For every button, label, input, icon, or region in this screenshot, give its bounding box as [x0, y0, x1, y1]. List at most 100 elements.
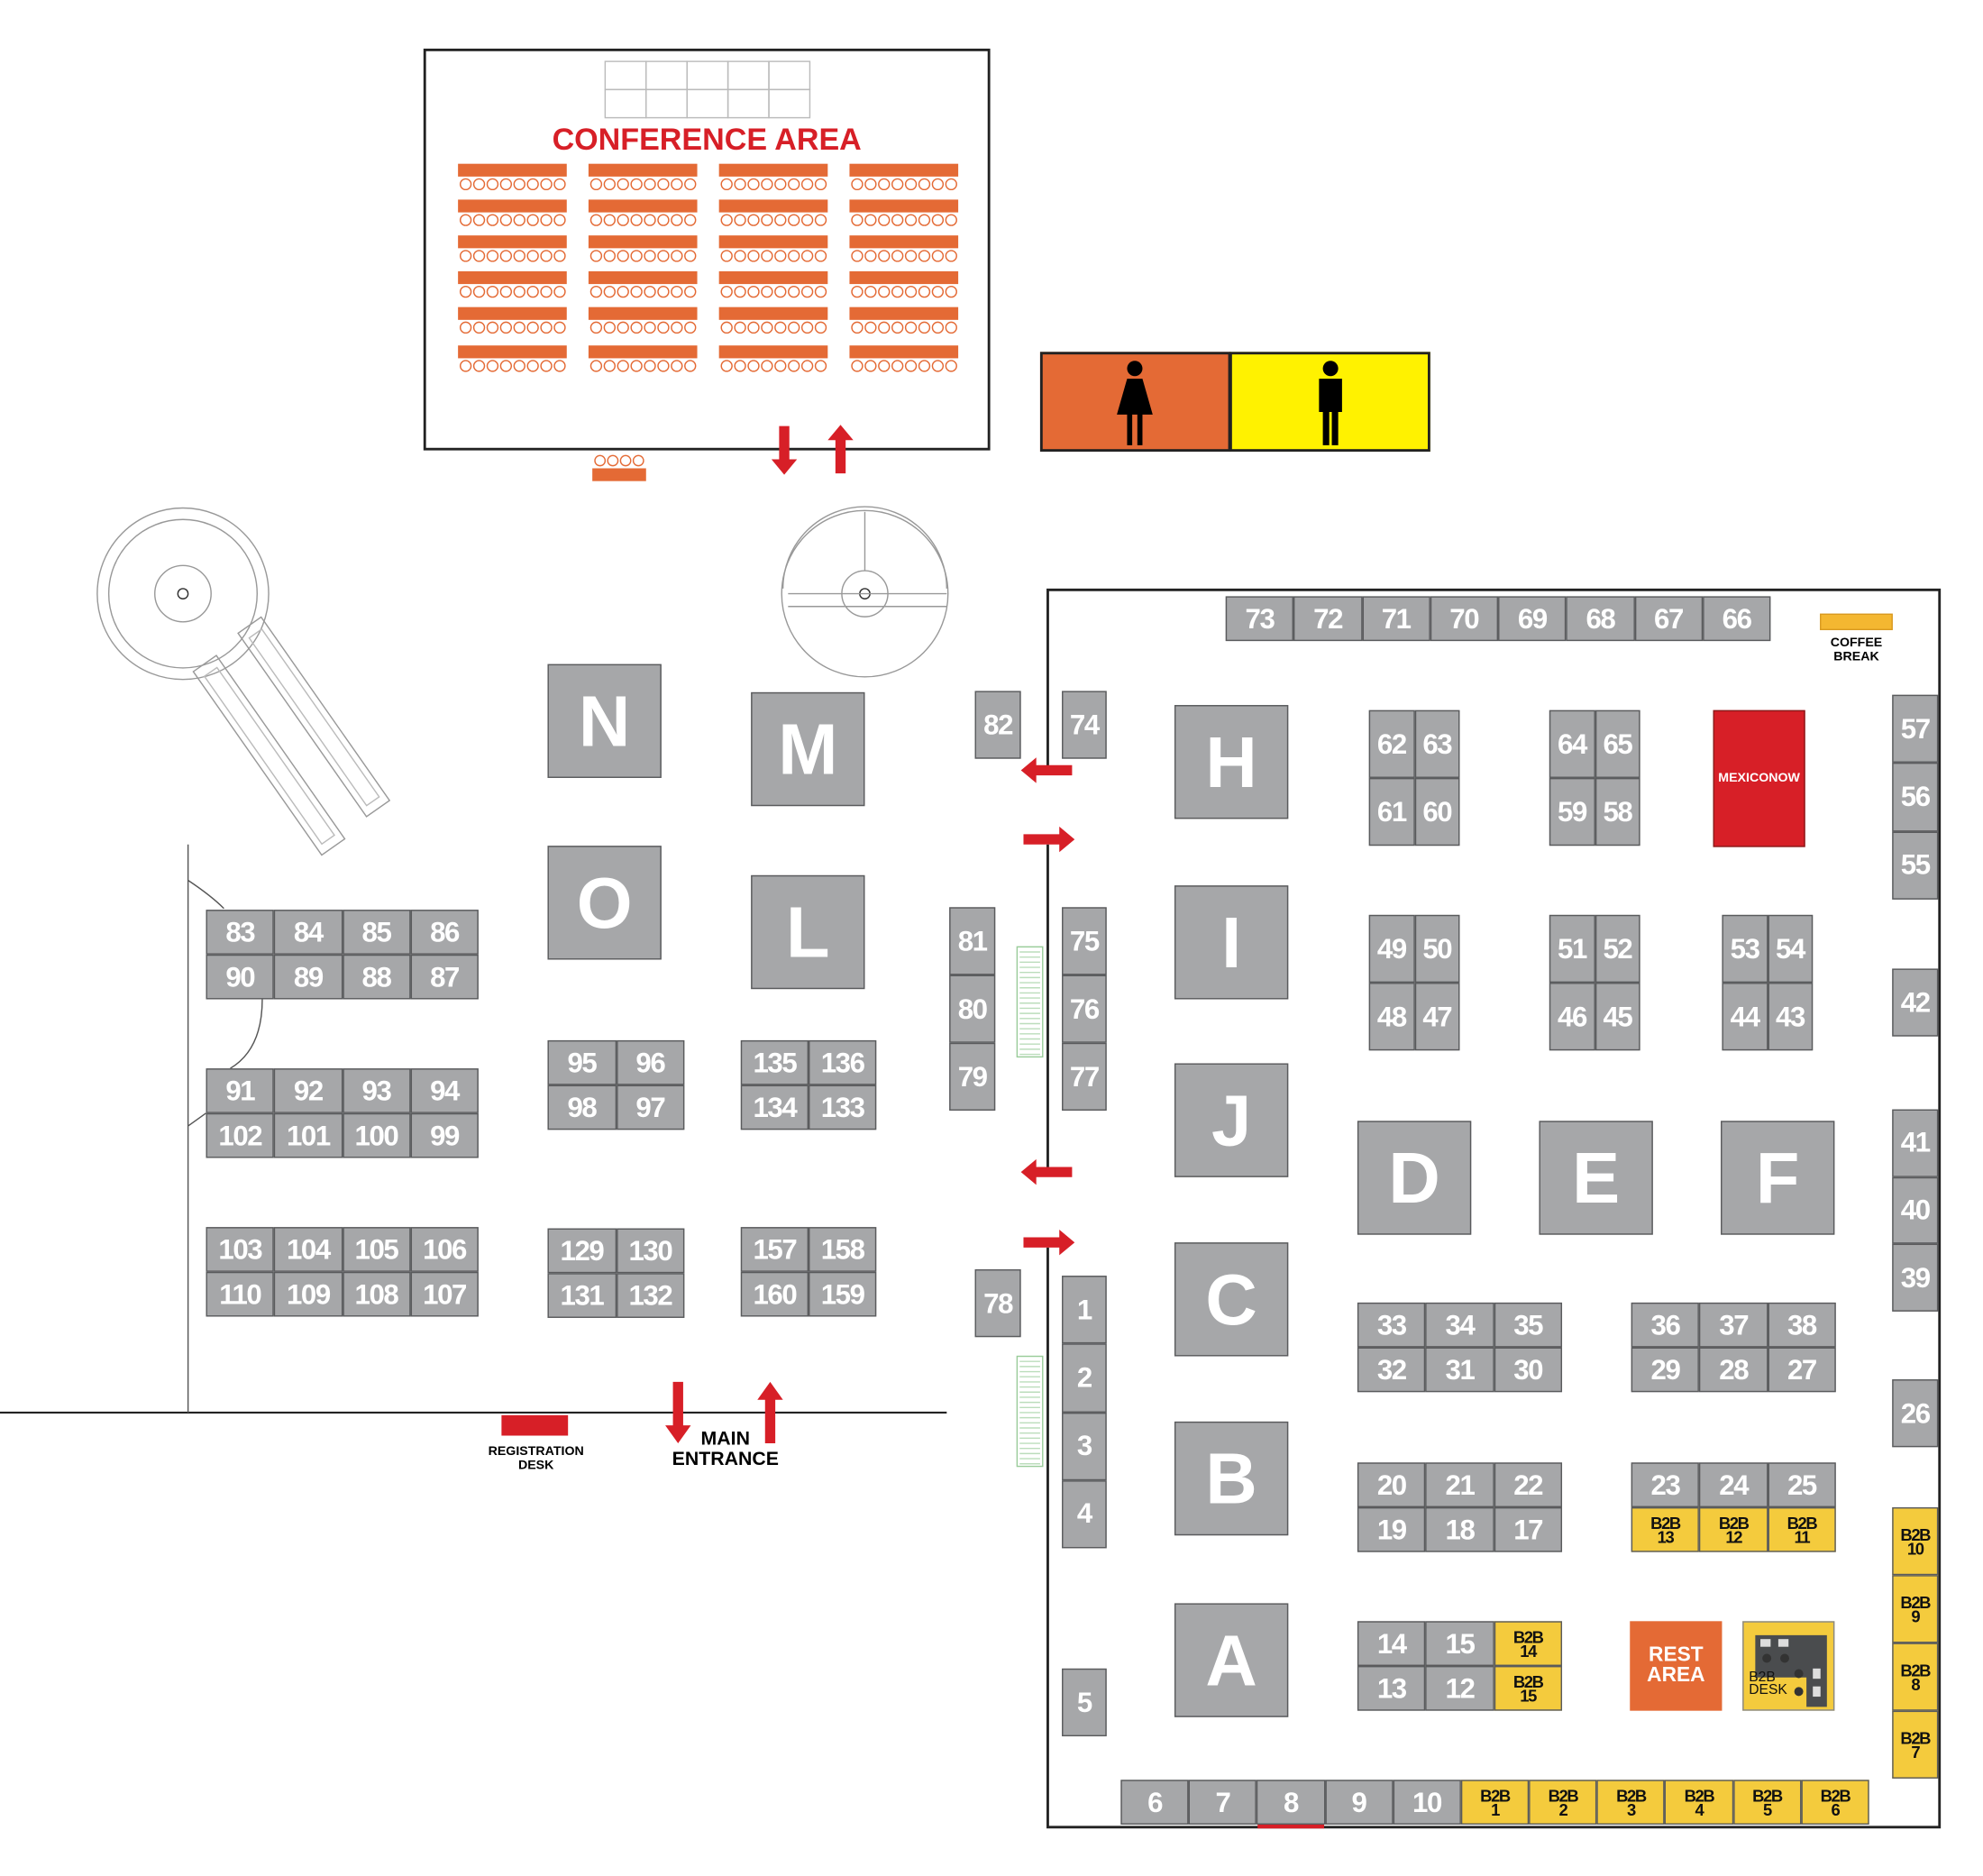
booth-37[interactable]: 37	[1699, 1302, 1768, 1348]
booth-78[interactable]: 78	[974, 1268, 1021, 1338]
booth-79[interactable]: 79	[949, 1042, 996, 1111]
booth-39[interactable]: 39	[1892, 1244, 1939, 1312]
booth-86[interactable]: 86	[410, 910, 479, 955]
booth-136[interactable]: 136	[809, 1039, 877, 1085]
booth-88[interactable]: 88	[342, 954, 411, 1000]
pavilion-a[interactable]: A	[1174, 1603, 1289, 1717]
booth-52[interactable]: 52	[1595, 914, 1640, 984]
booth-31[interactable]: 31	[1425, 1347, 1494, 1393]
booth-46[interactable]: 46	[1549, 983, 1595, 1051]
booth-4[interactable]: 4	[1062, 1479, 1107, 1549]
booth-98[interactable]: 98	[547, 1084, 617, 1130]
booth-55[interactable]: 55	[1892, 831, 1939, 900]
booth-85[interactable]: 85	[342, 910, 411, 955]
booth-21[interactable]: 21	[1425, 1462, 1494, 1507]
booth-69[interactable]: 69	[1498, 596, 1567, 642]
booth-29[interactable]: 29	[1631, 1347, 1700, 1393]
booth-110[interactable]: 110	[206, 1271, 275, 1317]
b2b-booth-21[interactable]: B2B 1	[1460, 1780, 1530, 1825]
booth-58[interactable]: 58	[1595, 777, 1640, 846]
booth-50[interactable]: 50	[1414, 914, 1460, 984]
booth-13[interactable]: 13	[1357, 1665, 1426, 1711]
booth-99[interactable]: 99	[410, 1112, 479, 1158]
booth-12[interactable]: 12	[1425, 1665, 1494, 1711]
booth-5[interactable]: 5	[1062, 1668, 1107, 1737]
booth-32[interactable]: 32	[1357, 1347, 1426, 1393]
b2b-booth-214[interactable]: B2B 14	[1494, 1621, 1563, 1666]
booth-57[interactable]: 57	[1892, 694, 1939, 764]
b2b-booth-215[interactable]: B2B 15	[1494, 1665, 1563, 1711]
pavilion-d[interactable]: D	[1357, 1121, 1472, 1235]
women-restroom[interactable]	[1039, 352, 1231, 453]
b2b-booth-212[interactable]: B2B 12	[1699, 1506, 1768, 1552]
pavilion-n[interactable]: N	[547, 663, 662, 778]
booth-67[interactable]: 67	[1634, 596, 1703, 642]
booth-24[interactable]: 24	[1699, 1462, 1768, 1507]
booth-53[interactable]: 53	[1722, 914, 1768, 984]
b2b-booth-27[interactable]: B2B 7	[1892, 1710, 1939, 1779]
pavilion-l[interactable]: L	[751, 874, 865, 990]
booth-59[interactable]: 59	[1549, 777, 1595, 846]
b2b-desk[interactable]: B2B DESK	[1742, 1621, 1835, 1711]
booth-89[interactable]: 89	[274, 954, 343, 1000]
booth-81[interactable]: 81	[949, 907, 996, 975]
b2b-booth-24[interactable]: B2B 4	[1665, 1780, 1733, 1825]
booth-62[interactable]: 62	[1368, 709, 1415, 778]
booth-61[interactable]: 61	[1368, 777, 1415, 846]
men-restroom[interactable]	[1229, 352, 1430, 453]
booth-92[interactable]: 92	[274, 1068, 343, 1113]
booth-26[interactable]: 26	[1892, 1379, 1939, 1448]
booth-43[interactable]: 43	[1767, 983, 1814, 1051]
booth-51[interactable]: 51	[1549, 914, 1595, 984]
b2b-booth-28[interactable]: B2B 8	[1892, 1643, 1939, 1711]
booth-134[interactable]: 134	[740, 1084, 809, 1130]
b2b-booth-26[interactable]: B2B 6	[1801, 1780, 1869, 1825]
booth-68[interactable]: 68	[1566, 596, 1635, 642]
booth-82[interactable]: 82	[974, 691, 1021, 759]
booth-74[interactable]: 74	[1062, 691, 1107, 759]
booth-48[interactable]: 48	[1368, 983, 1415, 1051]
pavilion-j[interactable]: J	[1174, 1063, 1289, 1177]
booth-95[interactable]: 95	[547, 1039, 617, 1085]
booth-65[interactable]: 65	[1595, 709, 1640, 778]
booth-83[interactable]: 83	[206, 910, 275, 955]
mexiconow-booth[interactable]: MEXICONOW	[1713, 709, 1805, 847]
booth-108[interactable]: 108	[342, 1271, 411, 1317]
booth-19[interactable]: 19	[1357, 1506, 1426, 1552]
booth-54[interactable]: 54	[1767, 914, 1814, 984]
booth-70[interactable]: 70	[1430, 596, 1499, 642]
booth-101[interactable]: 101	[274, 1112, 343, 1158]
booth-96[interactable]: 96	[616, 1039, 685, 1085]
booth-76[interactable]: 76	[1062, 975, 1107, 1043]
pavilion-f[interactable]: F	[1721, 1121, 1835, 1235]
booth-84[interactable]: 84	[274, 910, 343, 955]
pavilion-o[interactable]: O	[547, 846, 662, 960]
booth-80[interactable]: 80	[949, 975, 996, 1043]
booth-106[interactable]: 106	[410, 1227, 479, 1272]
pavilion-c[interactable]: C	[1174, 1242, 1289, 1357]
booth-49[interactable]: 49	[1368, 914, 1415, 984]
booth-33[interactable]: 33	[1357, 1302, 1426, 1348]
booth-2[interactable]: 2	[1062, 1343, 1107, 1413]
booth-28[interactable]: 28	[1699, 1347, 1768, 1393]
booth-72[interactable]: 72	[1293, 596, 1362, 642]
booth-9[interactable]: 9	[1324, 1780, 1394, 1825]
booth-63[interactable]: 63	[1414, 709, 1460, 778]
pavilion-b[interactable]: B	[1174, 1421, 1289, 1536]
pavilion-e[interactable]: E	[1539, 1121, 1653, 1235]
booth-56[interactable]: 56	[1892, 763, 1939, 832]
b2b-booth-25[interactable]: B2B 5	[1732, 1780, 1802, 1825]
booth-27[interactable]: 27	[1768, 1347, 1836, 1393]
booth-90[interactable]: 90	[206, 954, 275, 1000]
booth-73[interactable]: 73	[1225, 596, 1294, 642]
booth-36[interactable]: 36	[1631, 1302, 1700, 1348]
booth-44[interactable]: 44	[1722, 983, 1768, 1051]
booth-23[interactable]: 23	[1631, 1462, 1700, 1507]
booth-77[interactable]: 77	[1062, 1042, 1107, 1111]
booth-109[interactable]: 109	[274, 1271, 343, 1317]
booth-159[interactable]: 159	[809, 1271, 877, 1317]
booth-105[interactable]: 105	[342, 1227, 411, 1272]
booth-71[interactable]: 71	[1361, 596, 1430, 642]
booth-93[interactable]: 93	[342, 1068, 411, 1113]
booth-22[interactable]: 22	[1494, 1462, 1563, 1507]
